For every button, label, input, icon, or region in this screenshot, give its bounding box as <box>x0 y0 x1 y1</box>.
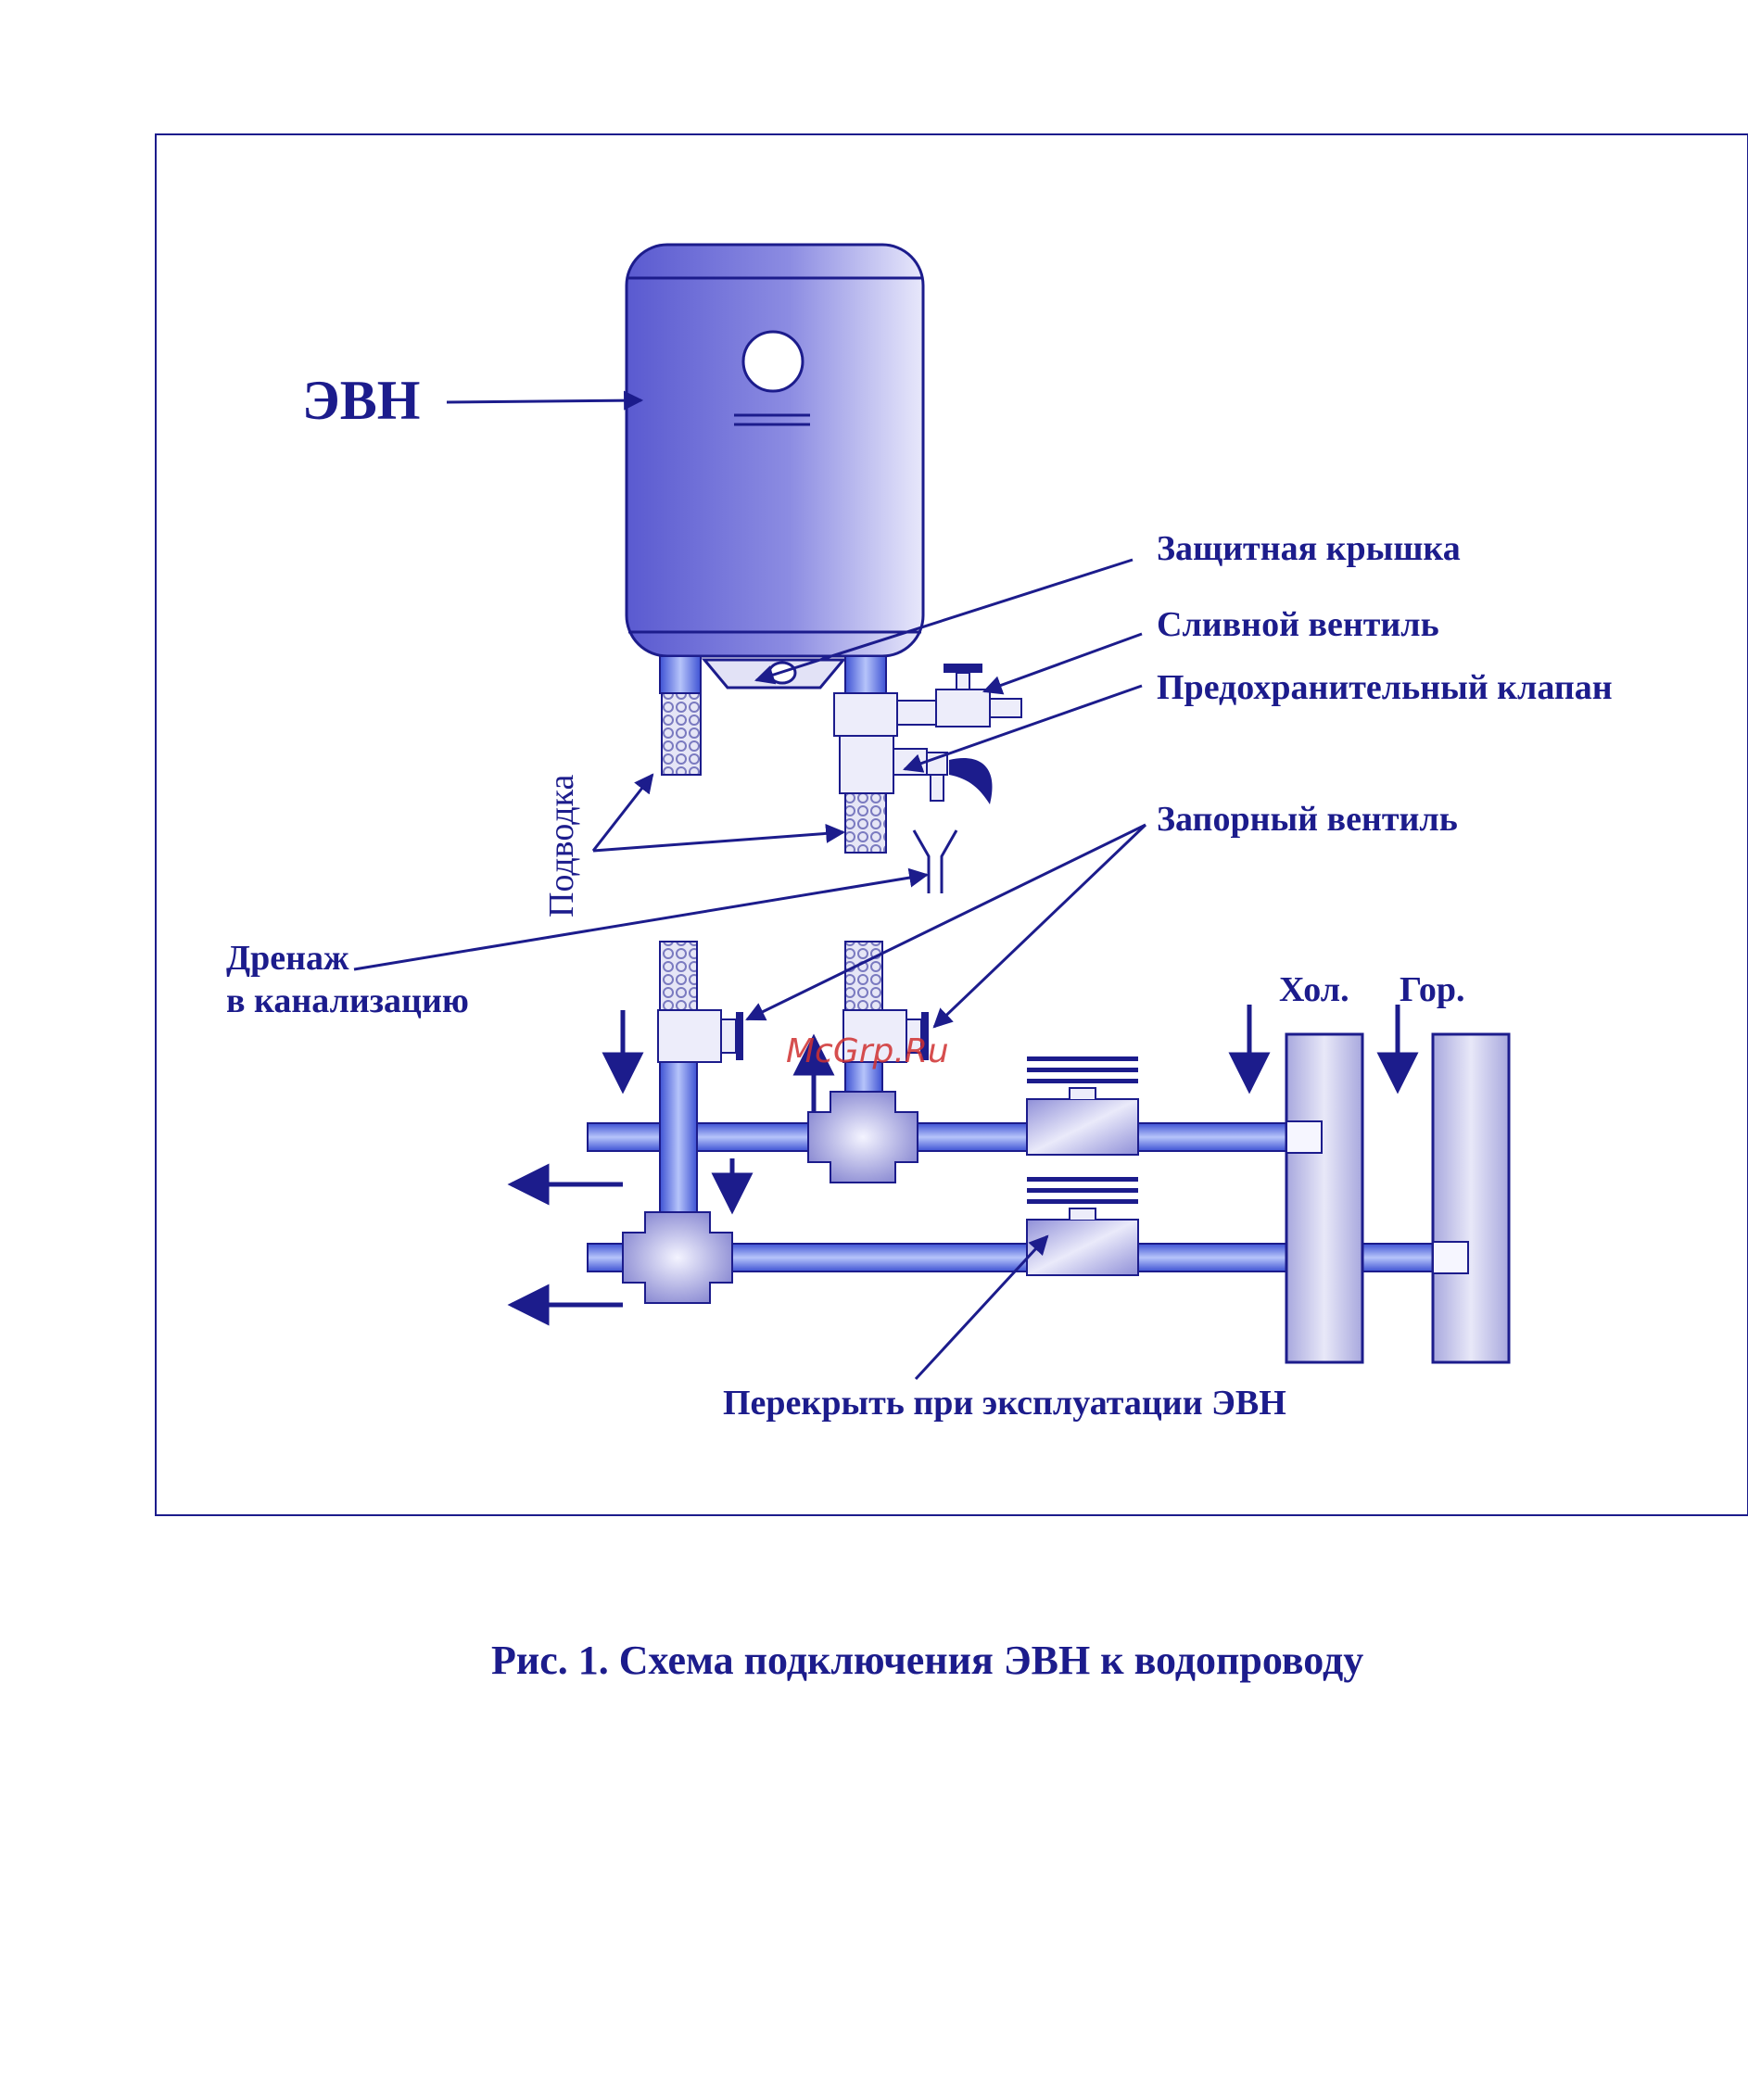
drain-funnel <box>914 830 956 893</box>
cold-connection-hose <box>845 942 882 1010</box>
cold-riser <box>1286 1034 1362 1362</box>
drain-valve <box>936 664 1021 727</box>
hot-connection-hose <box>660 942 697 1010</box>
label-safety-valve: Предохранительный клапан <box>1157 668 1613 707</box>
left-outlet <box>660 656 701 775</box>
water-heater-tank <box>627 245 923 688</box>
label-drain-valve: Сливной вентиль <box>1157 605 1439 644</box>
label-shutoff-valve: Запорный вентиль <box>1157 800 1458 839</box>
hot-cross-fitting <box>623 1212 732 1303</box>
label-hot: Гор. <box>1400 970 1464 1009</box>
right-supply-hose <box>845 793 886 853</box>
label-close-note: Перекрыть при эксплуатации ЭВН <box>723 1384 1286 1423</box>
shutoff-valve-left <box>658 1010 743 1062</box>
label-drain-line1: Дренаж <box>226 939 349 978</box>
watermark: McGrp.Ru <box>786 1032 949 1070</box>
label-supply-hoses: Подводка <box>542 775 581 917</box>
thermometer-window <box>743 332 803 391</box>
left-supply-hose <box>662 693 701 775</box>
right-outlet-assembly <box>834 656 1021 853</box>
cold-cross-fitting <box>808 1092 918 1183</box>
hot-line-valve <box>1027 1177 1138 1275</box>
label-protective-cover: Защитная крышка <box>1157 529 1461 568</box>
hot-riser <box>1433 1034 1509 1362</box>
cold-line-valve <box>1027 1056 1138 1155</box>
safety-valve-lever <box>949 758 993 804</box>
label-cold: Хол. <box>1279 970 1349 1009</box>
label-drain-line2: в канализацию <box>226 981 469 1020</box>
figure-caption: Рис. 1. Схема подключения ЭВН к водопров… <box>491 1638 1363 1683</box>
label-heater: ЭВН <box>302 370 420 431</box>
